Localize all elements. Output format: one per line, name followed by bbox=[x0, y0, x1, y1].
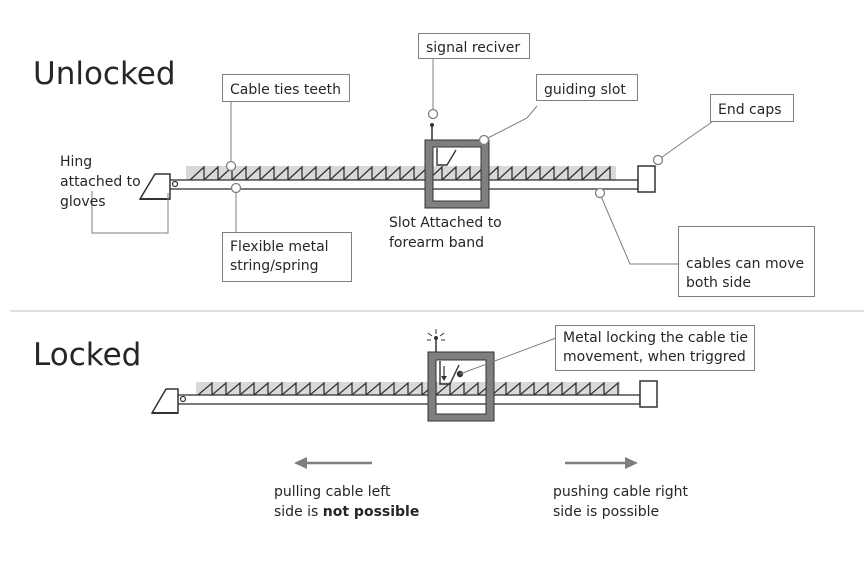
locking-leader bbox=[459, 337, 557, 375]
flexible-metal-callout: Flexible metal string/spring bbox=[222, 232, 352, 282]
latch bbox=[436, 148, 457, 166]
unlocked-mechanism bbox=[138, 123, 656, 209]
end-caps-callout: End caps bbox=[710, 94, 794, 122]
locked-title: Locked bbox=[33, 337, 142, 373]
guiding-slot-label: guiding slot bbox=[544, 82, 626, 98]
guiding-slot-frame bbox=[424, 139, 490, 209]
guiding-slot-frame bbox=[427, 351, 495, 422]
hinge-label-line-2: attached to bbox=[60, 174, 141, 190]
cables-move-label-line-2: both side bbox=[686, 275, 751, 291]
unlocked-leaders bbox=[91, 58, 713, 265]
unlocked-anchor-points bbox=[225, 108, 664, 199]
end-caps-label: End caps bbox=[718, 102, 782, 118]
pull-left-arrow bbox=[294, 457, 372, 469]
pull-left-label-line-2: side is not possible bbox=[274, 503, 419, 522]
locked-mechanism bbox=[150, 329, 658, 422]
push-right-label-line-2: side is possible bbox=[553, 504, 660, 520]
cables-move-label-line-1: cables can move bbox=[686, 256, 805, 272]
metal-locking-label-line-1: Metal locking the cable tie bbox=[563, 330, 748, 346]
push-right-label-line-1: pushing cable right bbox=[553, 484, 689, 500]
signal-receiver-label: signal reciver bbox=[426, 40, 521, 56]
hinge bbox=[138, 173, 171, 200]
pull-left-label-prefix: side is bbox=[274, 504, 323, 520]
flexible-metal-string bbox=[175, 394, 641, 405]
pull-left-label-emphasis: not possible bbox=[322, 504, 420, 520]
hinge-label-line-1: Hing bbox=[60, 154, 93, 170]
latch bbox=[439, 361, 460, 385]
slot-attached-label-line-2: forearm band bbox=[389, 235, 484, 251]
cable-ties-teeth-callout: Cable ties teeth bbox=[222, 74, 350, 102]
flexible-metal-label-line-2: string/spring bbox=[230, 258, 319, 274]
flexible-metal-label-line-1: Flexible metal bbox=[230, 239, 329, 255]
metal-locking-label-line-2: movement, when triggred bbox=[563, 349, 746, 365]
cable-ties-teeth-label: Cable ties teeth bbox=[230, 82, 342, 98]
metal-locking-callout: Metal locking the cable tie movement, wh… bbox=[555, 325, 755, 371]
slot-attached-label-line-1: Slot Attached to bbox=[389, 215, 502, 231]
hinge-label-line-3: gloves bbox=[60, 194, 106, 210]
hinge bbox=[150, 388, 179, 414]
cables-move-callout: cables can move both side bbox=[678, 226, 815, 297]
guiding-slot-callout: guiding slot bbox=[536, 74, 638, 101]
unlocked-title: Unlocked bbox=[33, 56, 176, 92]
push-right-arrow bbox=[565, 457, 638, 469]
end-cap bbox=[637, 165, 656, 193]
signal-receiver-callout: signal reciver bbox=[418, 33, 530, 59]
end-cap bbox=[639, 380, 658, 408]
pull-left-label-line-1: pulling cable left bbox=[274, 484, 391, 500]
